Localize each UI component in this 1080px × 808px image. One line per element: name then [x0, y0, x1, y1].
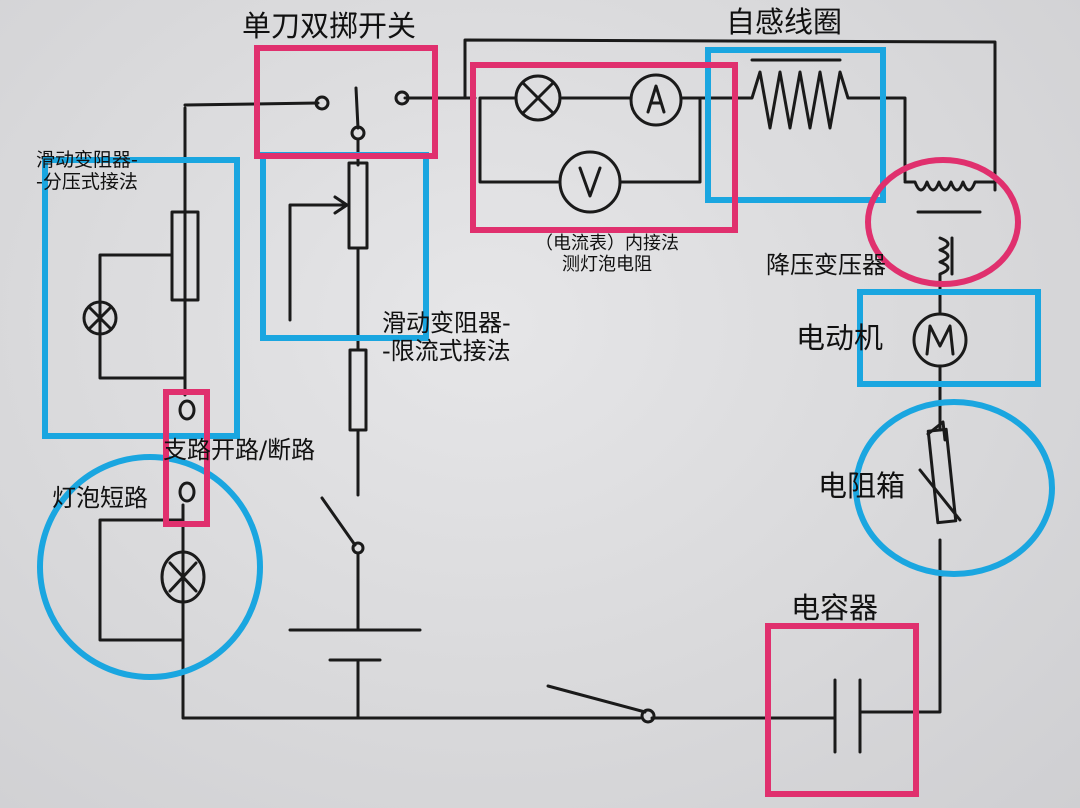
limiter-slider — [288, 195, 349, 322]
wire-top-long — [463, 38, 997, 192]
branch-switch-blade — [320, 496, 357, 547]
circle-transformer — [865, 157, 1021, 287]
circle-resistance-box — [853, 399, 1055, 577]
label-inductor: 自感线圈 — [726, 5, 843, 39]
voltmeter-letter-stroke — [578, 166, 602, 198]
shorted-bulb-x — [168, 561, 198, 593]
box-capacitor — [765, 623, 919, 797]
inductor-coil — [736, 70, 907, 182]
label-divider-line2: -分压式接法 — [36, 170, 138, 193]
label-divider-line1: 滑动变阻器- — [36, 149, 138, 171]
circle-bulb-short — [37, 454, 263, 680]
spdt-blade — [354, 86, 360, 130]
label-branch-open: 支路开路/断路 — [163, 436, 316, 464]
bottom-switch-blade — [546, 684, 647, 714]
label-limiter-rheostat: 滑动变阻器- -限流式接法 — [382, 309, 511, 365]
resistance-box-arrow — [918, 420, 962, 522]
label-transformer: 降压变压器 — [766, 251, 886, 279]
label-ammeter-line2: 测灯泡电阻 — [562, 253, 652, 275]
label-ammeter-line1: （电流表）内接法 — [535, 233, 679, 254]
wire-top-left — [183, 101, 320, 107]
box-spdt-switch — [254, 45, 438, 159]
motor-letter-stroke — [925, 324, 955, 356]
label-limiter-line1: 滑动变阻器- — [382, 309, 511, 337]
box-branch-open — [163, 389, 210, 527]
divider-bulb-x — [87, 305, 113, 331]
box-motor — [857, 289, 1041, 387]
spdt-right-terminal — [394, 90, 410, 106]
transformer-primary — [903, 180, 997, 192]
label-capacitor: 电容器 — [791, 591, 879, 625]
spdt-left-terminal — [314, 95, 330, 111]
box-bulb — [514, 74, 562, 122]
label-motor: 电动机 — [796, 321, 884, 355]
branch-terminal-bottom — [178, 481, 196, 503]
bottom-switch-pivot — [640, 708, 656, 724]
shorted-bulb — [160, 550, 206, 604]
limiter-resistor — [348, 348, 368, 432]
label-divider-rheostat: 滑动变阻器- -分压式接法 — [36, 149, 138, 194]
wire-right-bottom — [858, 538, 942, 714]
label-limiter-line2: -限流式接法 — [382, 336, 511, 365]
box-meters — [470, 62, 738, 233]
limiter-rheostat-body — [347, 161, 369, 250]
ammeter-circle — [629, 73, 683, 127]
resistance-box-body — [926, 427, 958, 525]
transformer-secondary — [938, 236, 950, 314]
bulb-short-wire — [98, 518, 185, 642]
label-spdt-switch: 单刀双掷开关 — [242, 9, 417, 43]
ammeter-letter-stroke — [646, 84, 666, 114]
box-inductor — [705, 47, 886, 203]
box-bulb-x — [521, 81, 555, 115]
divider-bulb — [82, 300, 118, 336]
label-ammeter-internal: （电流表）内接法 测灯泡电阻 — [535, 233, 679, 275]
box-divider-rheostat — [42, 157, 240, 439]
label-resistance-box: 电阻箱 — [818, 469, 906, 503]
branch-terminal-top — [178, 399, 196, 421]
voltmeter-circle — [558, 150, 622, 214]
label-bulb-short: 灯泡短路 — [52, 484, 148, 512]
